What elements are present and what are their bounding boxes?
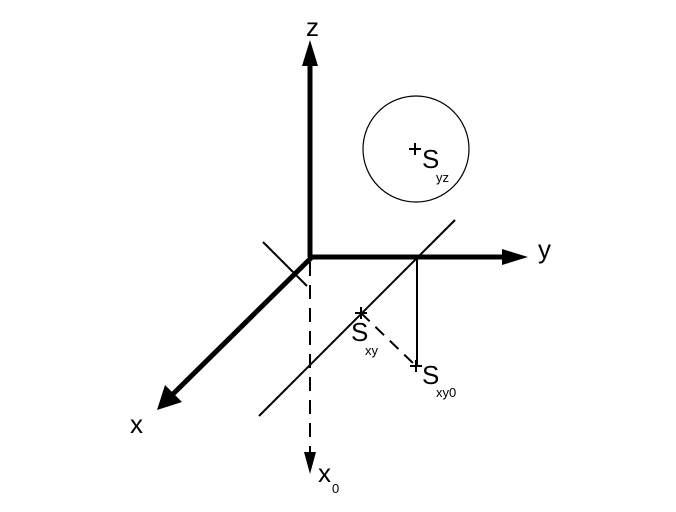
z-axis-label: z bbox=[306, 12, 319, 42]
x-axis-arrowhead bbox=[157, 385, 182, 410]
x-axis-label: x bbox=[130, 409, 143, 439]
sxy0-label-subscript: xy0 bbox=[436, 385, 456, 400]
syz-label-subscript: yz bbox=[436, 170, 449, 185]
x0-axis-label-subscript: 0 bbox=[332, 481, 339, 496]
oblique-line bbox=[258, 219, 456, 417]
y-axis-label: y bbox=[538, 234, 551, 264]
origin-cross-line bbox=[262, 241, 308, 287]
sxy-label-subscript: xy bbox=[365, 343, 379, 358]
y-axis-arrowhead bbox=[502, 249, 528, 265]
sxy-label: S bbox=[351, 317, 368, 347]
x-axis-line bbox=[170, 255, 314, 397]
z-axis-arrowhead bbox=[302, 40, 318, 66]
sxy-to-sxy0-dashed-line bbox=[360, 312, 416, 366]
syz-label: S bbox=[422, 144, 439, 174]
x0-axis-arrowhead bbox=[304, 452, 316, 474]
sxy0-label: S bbox=[422, 360, 439, 390]
x0-axis-label: x bbox=[318, 458, 331, 488]
sxy-point-marker bbox=[355, 307, 367, 319]
syz-circle bbox=[362, 95, 470, 203]
syz-point-marker bbox=[409, 143, 421, 155]
sxy0-point-marker bbox=[410, 360, 422, 372]
